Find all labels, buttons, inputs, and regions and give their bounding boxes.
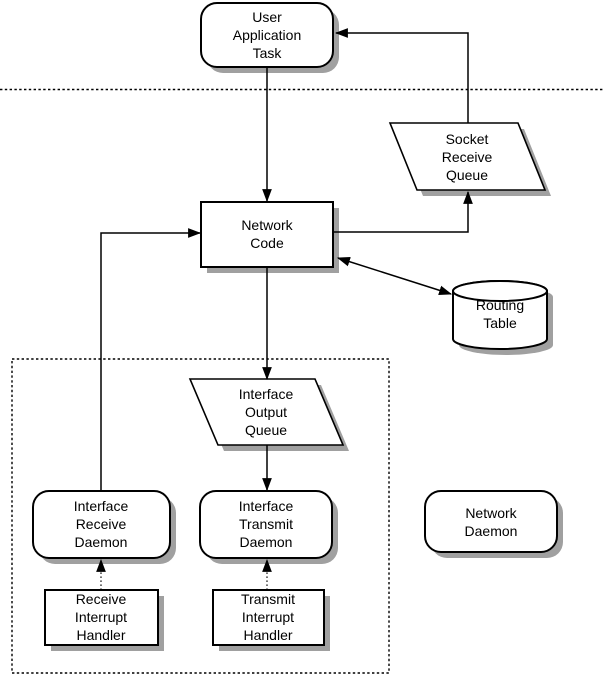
interface-receive-daemon-node [32,490,176,564]
interface-receive-daemon-box [32,490,171,559]
interface-output-queue-node [188,378,349,451]
edge-network-code-to-socket-receive-queue [333,190,473,233]
edge-network-code-routing-table-bidirectional [336,256,453,296]
driver-enclosure-box [11,358,390,674]
network-daemon-node [424,490,563,558]
socket-receive-queue-box [388,122,547,191]
network-code-node [200,201,339,273]
interface-output-queue-box [188,378,345,446]
interface-transmit-daemon-box [199,490,333,559]
routing-table-node [452,280,553,355]
user-application-task-node [200,2,339,73]
edge-socket-receive-queue-to-user-app [334,28,469,123]
receive-interrupt-handler-node [44,589,164,651]
network-daemon-box [424,490,558,553]
transmit-interrupt-handler-node [212,589,330,651]
network-code-box [200,201,334,268]
interface-transmit-daemon-node [199,490,338,564]
user-application-task-box [200,2,334,68]
routing-table-top-rim [452,280,548,302]
edge-receive-daemon-to-network-code [100,228,202,491]
transmit-interrupt-handler-box [212,589,325,646]
socket-receive-queue-node [388,122,551,196]
receive-interrupt-handler-box [44,589,159,646]
